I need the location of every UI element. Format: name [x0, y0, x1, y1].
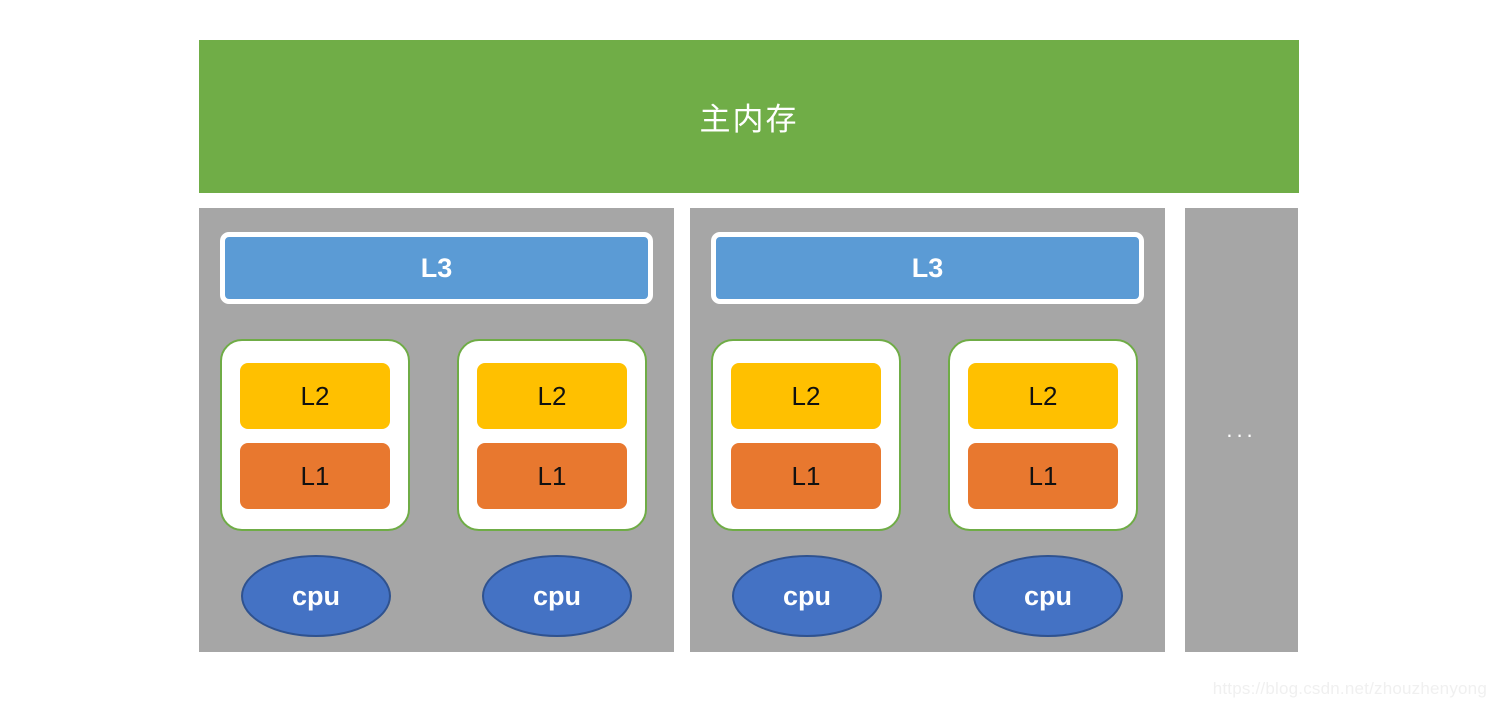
l3-cache-block-2: L3 [711, 232, 1144, 304]
main-memory-label: 主内存 [699, 102, 799, 138]
ellipsis-icon: ... [1226, 417, 1257, 442]
l2-cache-label: L2 [537, 380, 567, 411]
l2-cache-label: L2 [1028, 380, 1058, 411]
l2-cache-label: L2 [791, 380, 821, 411]
l1-cache-label: L1 [1028, 460, 1058, 491]
l3-cache-label: L3 [911, 252, 944, 283]
l2-cache-block: L2 [477, 363, 627, 429]
l1-cache-label: L1 [791, 460, 821, 491]
cpu-ellipse-3: cpu [732, 555, 882, 637]
cpu-label: cpu [1023, 580, 1072, 611]
main-memory-block: 主内存 [199, 40, 1299, 193]
l1-cache-label: L1 [300, 460, 330, 491]
watermark-text: https://blog.csdn.net/zhouzhenyong [1212, 679, 1487, 698]
socket-panel-1: L3 L2 L1 L2 L1 cpu cpu [199, 208, 674, 652]
l1-cache-block: L1 [240, 443, 390, 509]
core-block-3: L2 L1 [711, 339, 901, 531]
cpu-ellipse-1: cpu [241, 555, 391, 637]
l2-cache-block: L2 [240, 363, 390, 429]
cpu-label: cpu [291, 580, 340, 611]
l3-cache-block-1: L3 [220, 232, 653, 304]
l2-cache-block: L2 [731, 363, 881, 429]
l3-cache-label: L3 [420, 252, 453, 283]
l2-cache-block: L2 [968, 363, 1118, 429]
core-block-4: L2 L1 [948, 339, 1138, 531]
socket-panel-2: L3 L2 L1 L2 L1 cpu cpu [690, 208, 1165, 652]
l1-cache-block: L1 [968, 443, 1118, 509]
l1-cache-block: L1 [731, 443, 881, 509]
more-sockets-panel: ... [1185, 208, 1298, 652]
core-block-2: L2 L1 [457, 339, 647, 531]
l2-cache-label: L2 [300, 380, 330, 411]
core-block-1: L2 L1 [220, 339, 410, 531]
cpu-label: cpu [532, 580, 581, 611]
cpu-ellipse-4: cpu [973, 555, 1123, 637]
l1-cache-label: L1 [537, 460, 567, 491]
cpu-ellipse-2: cpu [482, 555, 632, 637]
l1-cache-block: L1 [477, 443, 627, 509]
cpu-label: cpu [782, 580, 831, 611]
